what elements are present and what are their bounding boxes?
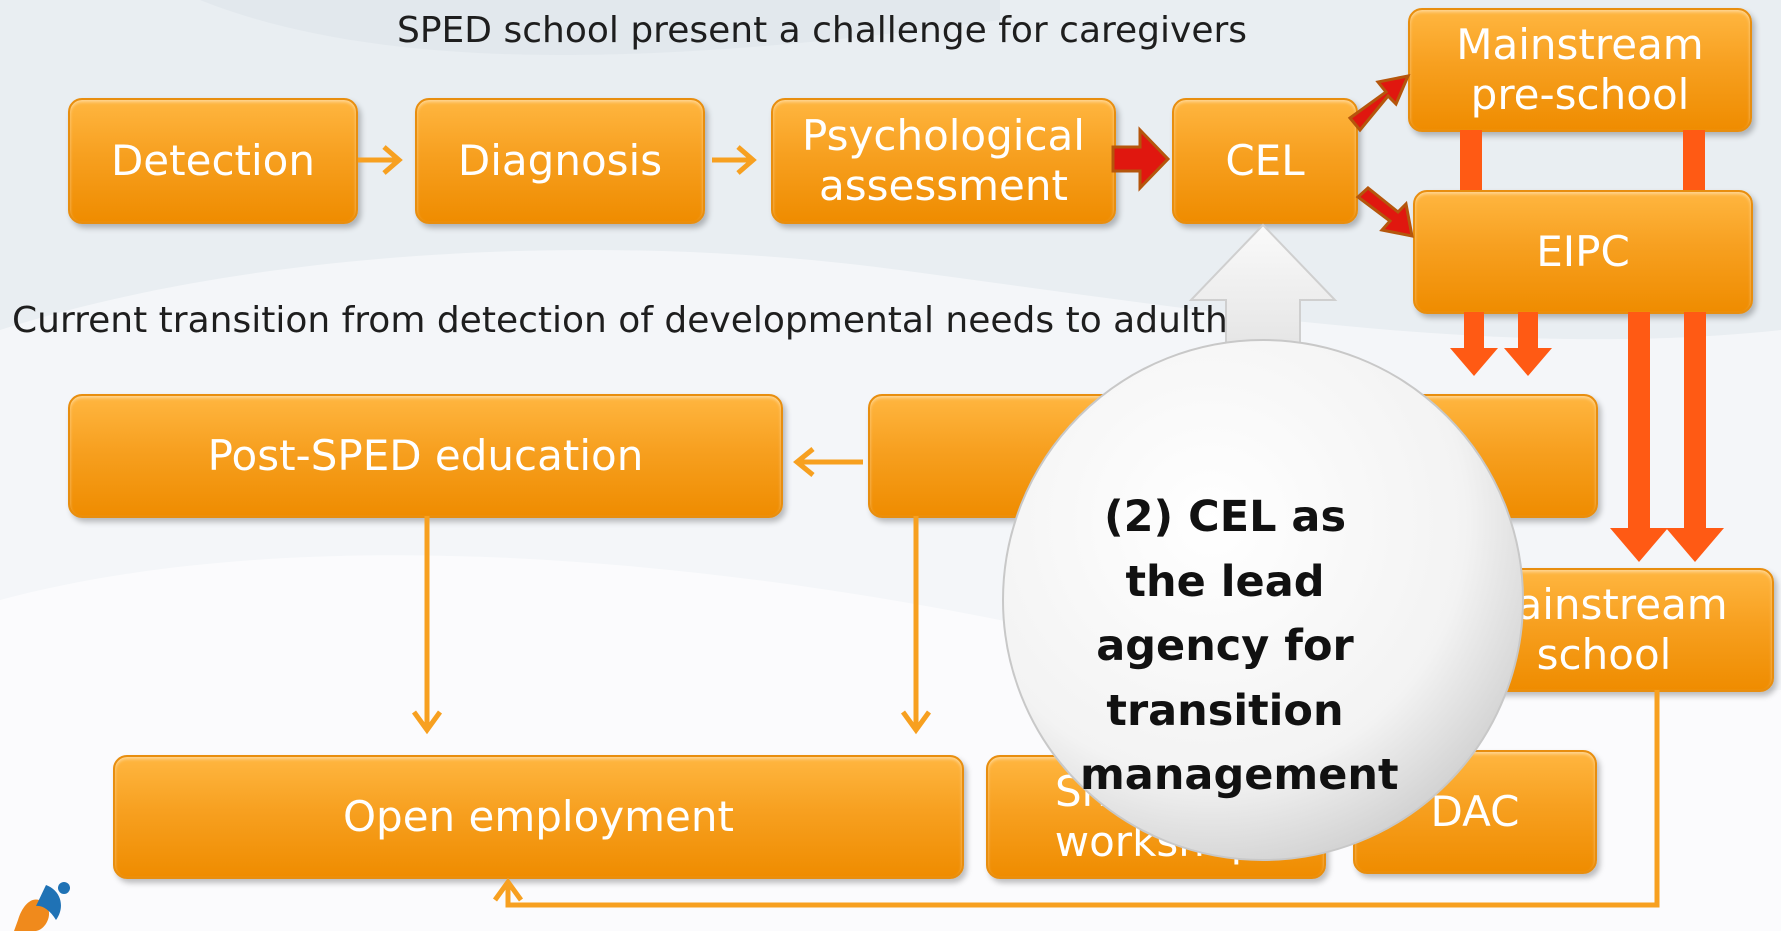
open-employment-box: Open employment [113,755,964,879]
psychological-assessment-box: Psychological assessment [771,98,1116,224]
post-sped-education-label: Post-SPED education [207,430,644,480]
dac-label: DAC [1430,786,1520,836]
top-caption: SPED school present a challenge for care… [397,10,1248,51]
mainstream-school-box: Mainstream school [1434,568,1774,692]
eipc-box: EIPC [1413,190,1753,314]
middle-caption: Current transition from detection of dev… [12,300,1295,341]
sped-school-label: SPED school [1103,430,1363,480]
detection-label: Detection [110,135,316,185]
cel-box: CEL [1172,98,1358,224]
cel-label: CEL [1225,135,1305,185]
post-sped-education-box: Post-SPED education [68,394,783,518]
mainstream-preschool-box: Mainstream pre-school [1408,8,1752,132]
diagnosis-box: Diagnosis [415,98,705,224]
callout-text: (2) CEL as the lead agency for transitio… [1080,492,1399,800]
diagnosis-label: Diagnosis [457,135,663,185]
mainstream-school-label: Mainstream school [1480,579,1728,679]
mainstream-preschool-label: Mainstream pre-school [1456,19,1704,119]
detection-box: Detection [68,98,358,224]
psychological-assessment-label: Psychological assessment [802,110,1085,210]
eipc-label: EIPC [1536,226,1630,276]
open-employment-label: Open employment [342,791,734,841]
